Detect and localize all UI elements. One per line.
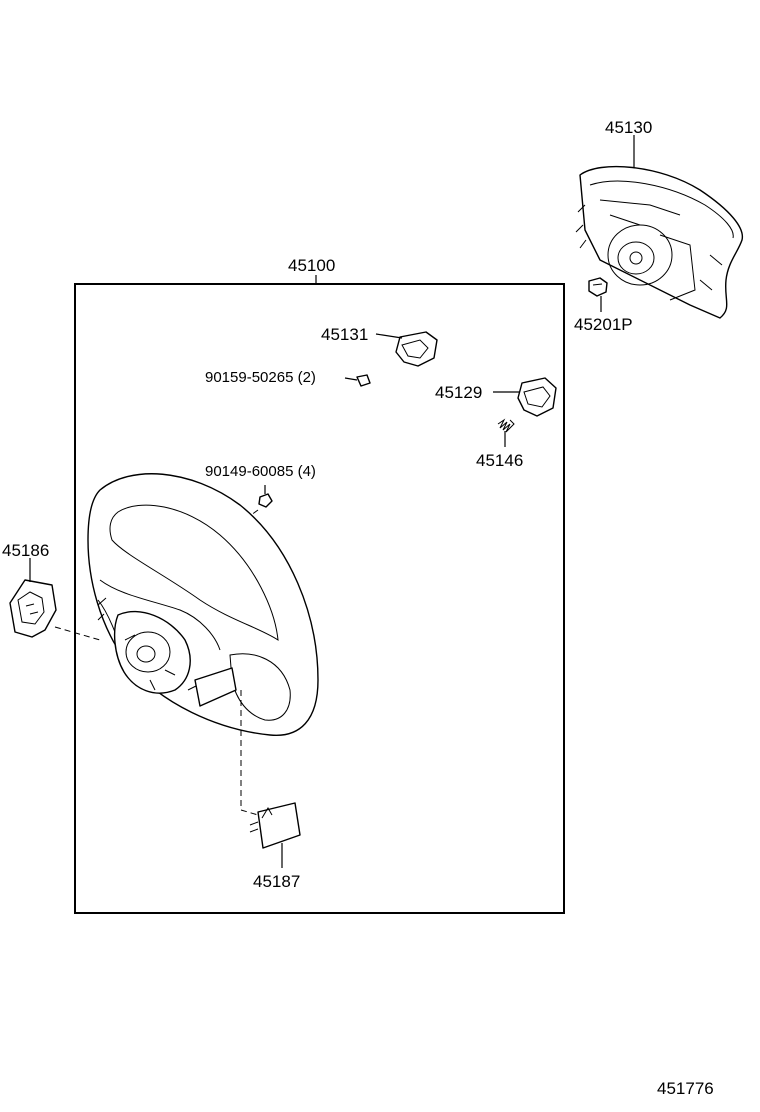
label-45187[interactable]: 45187 xyxy=(253,872,300,891)
screw-90159-part[interactable] xyxy=(344,374,371,387)
airbag-pad-part[interactable] xyxy=(575,165,744,319)
label-45130[interactable]: 45130 xyxy=(605,118,652,137)
figure-number: 451776 xyxy=(657,1079,714,1098)
label-45201p[interactable]: 45201P xyxy=(574,315,633,334)
screw-90149-part[interactable] xyxy=(258,485,273,508)
leader-45131 xyxy=(375,333,403,339)
assembly-frame xyxy=(74,283,565,914)
label-45131[interactable]: 45131 xyxy=(321,325,368,344)
cover-45186-part[interactable] xyxy=(9,579,57,638)
label-45100[interactable]: 45100 xyxy=(288,256,335,275)
dash-45187-h xyxy=(240,809,259,816)
label-45186[interactable]: 45186 xyxy=(2,541,49,560)
label-90159[interactable]: 90159-50265 (2) xyxy=(205,369,316,386)
cover-45129-part[interactable] xyxy=(517,377,557,417)
cover-45131-part[interactable] xyxy=(395,331,438,367)
steering-wheel-part[interactable] xyxy=(87,473,319,736)
label-45146[interactable]: 45146 xyxy=(476,451,523,470)
dash-45186 xyxy=(54,626,101,641)
spring-45146-part[interactable] xyxy=(497,418,515,433)
label-90149[interactable]: 90149-60085 (4) xyxy=(205,463,316,480)
label-45129[interactable]: 45129 xyxy=(435,383,482,402)
nut-45201p-part[interactable] xyxy=(588,277,608,297)
cover-45187-part[interactable] xyxy=(249,802,301,849)
